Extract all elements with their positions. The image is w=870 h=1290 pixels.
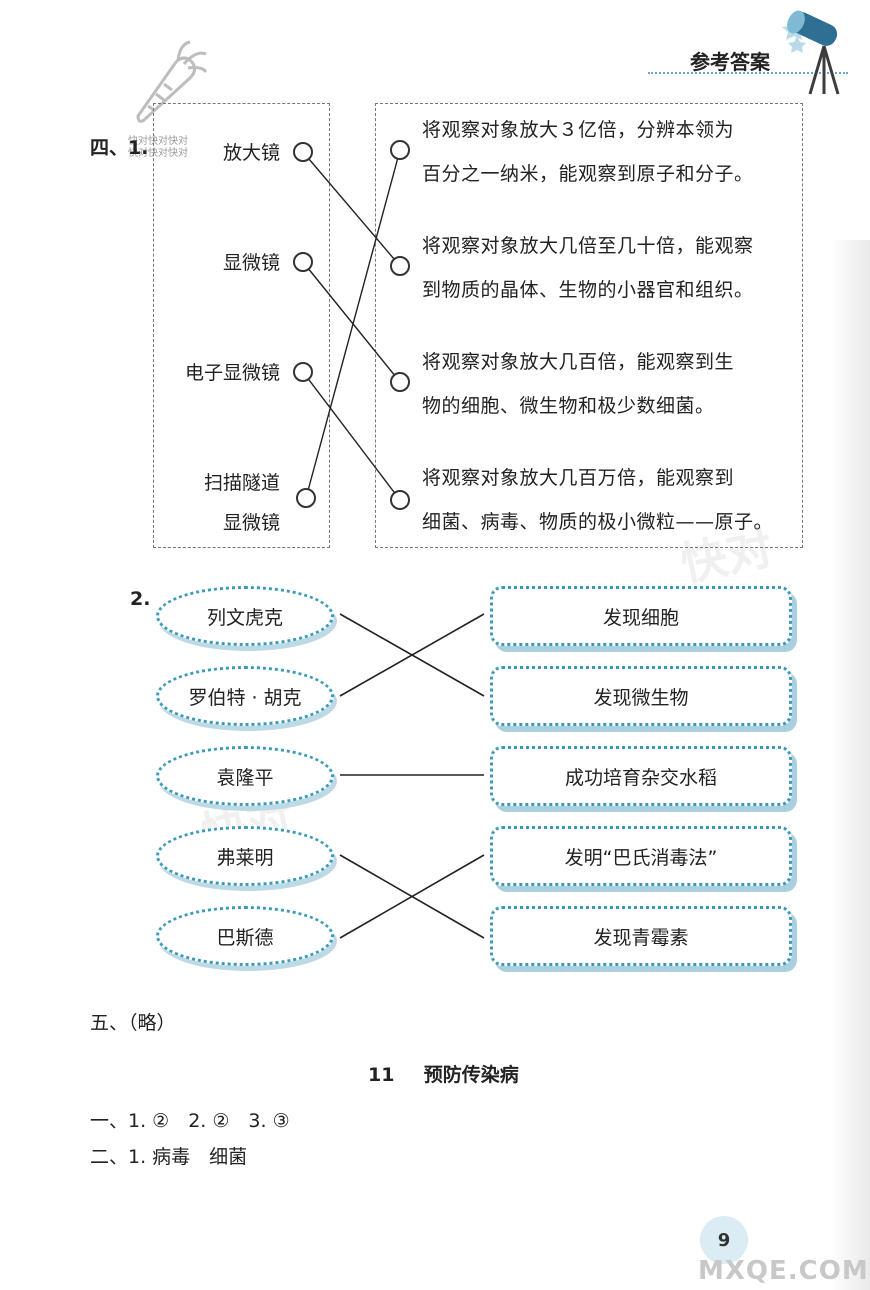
header-divider [648, 72, 848, 74]
section5-text: 五、（略） [90, 1012, 176, 1034]
description-item: 将观察对象放大３亿倍，分辨本领为百分之一纳米，能观察到原子和分子。 [422, 119, 754, 185]
achievement-box: 成功培育杂交水稻 [490, 746, 792, 806]
connector-circle [296, 488, 316, 508]
achievement-box: 发明“巴氏消毒法” [490, 826, 792, 886]
lesson-title: 预防传染病 [423, 1064, 519, 1086]
description-item: 将观察对象放大几倍至几十倍，能观察到物质的晶体、生物的小器官和组织。 [422, 235, 754, 301]
match-line [339, 613, 485, 697]
instrument-label: 显微镜 [222, 512, 280, 534]
instrument-label: 扫描隧道 [203, 472, 280, 494]
match-line [302, 261, 401, 383]
lesson-heading: 11 预防传染病 [368, 1060, 519, 1087]
telescope-icon [780, 6, 870, 96]
instrument-box [153, 103, 330, 548]
instrument-label: 电子显微镜 [184, 362, 280, 384]
connector-circle [293, 142, 313, 162]
connector-circle [390, 140, 410, 160]
achievement-box: 发现细胞 [490, 586, 792, 646]
description-box [375, 103, 803, 548]
person-oval: 列文虎克 [156, 586, 334, 646]
connector-circle [293, 252, 313, 272]
achievement-box: 发现青霉素 [490, 906, 792, 966]
match-line [339, 854, 485, 939]
section4-label: 四、1. [90, 137, 149, 159]
lesson-number: 11 [368, 1064, 395, 1086]
watermark-small: 快对快对快对 快对快对快对 [128, 136, 188, 159]
instrument-label: 显微镜 [222, 252, 280, 274]
page-number: 9 [700, 1216, 748, 1264]
description-item: 将观察对象放大几百倍，能观察到生物的细胞、微生物和极少数细菌。 [422, 351, 735, 417]
footer-watermark: MXQE.COM [698, 1256, 869, 1286]
connector-circle [390, 490, 410, 510]
person-oval: 巴斯德 [156, 906, 334, 966]
answer-line: 二、1. 病毒 细菌 [90, 1146, 248, 1168]
match-line [302, 151, 401, 267]
header-title: 参考答案 [690, 50, 770, 74]
person-oval: 弗莱明 [156, 826, 334, 886]
connector-circle [390, 256, 410, 276]
description-item: 将观察对象放大几百万倍，能观察到细菌、病毒、物质的极小微粒——原子。 [422, 467, 774, 533]
connector-circle [390, 372, 410, 392]
match-line [305, 149, 401, 499]
answer-line: 一、1. ② 2. ② 3. ③ [90, 1110, 290, 1132]
page-edge-shade [830, 240, 870, 1290]
person-oval: 袁隆平 [156, 746, 334, 806]
achievement-box: 发现微生物 [490, 666, 792, 726]
person-oval: 罗伯特 · 胡克 [156, 666, 334, 726]
part2-label: 2. [130, 588, 151, 610]
match-line [302, 371, 401, 501]
connector-circle [293, 362, 313, 382]
instrument-label: 放大镜 [222, 142, 280, 164]
